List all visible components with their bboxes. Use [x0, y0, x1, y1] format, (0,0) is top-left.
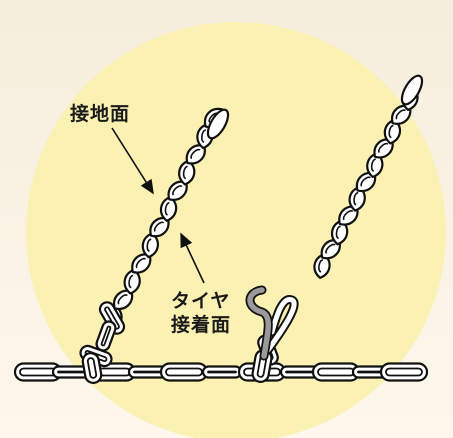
- left-chain-link: [131, 253, 152, 274]
- label-tire-contact-surface-line1: タイヤ: [171, 290, 231, 312]
- left-chain-link: [185, 144, 206, 165]
- right-chain-end-loop: [400, 74, 424, 106]
- arrow-contact-surface: [111, 127, 154, 195]
- right-knot-loop: [265, 297, 297, 353]
- base-chain-link: [201, 365, 243, 379]
- label-tire-contact-surface: タイヤ 接着面: [171, 290, 231, 338]
- left-chain-end-loop: [206, 108, 230, 140]
- label-tire-contact-surface-line2: 接着面: [171, 313, 232, 336]
- label-contact-surface: 接地面: [70, 103, 131, 125]
- base-chain-link: [379, 362, 429, 382]
- arrow-tire-contact-surface: [180, 232, 205, 284]
- base-chain-link: [159, 362, 209, 382]
- hook-icon: [247, 287, 271, 359]
- chain-group: [13, 74, 429, 384]
- background-circle: [26, 22, 446, 438]
- left-knot-link: [98, 301, 126, 335]
- left-knot-link: [81, 352, 103, 384]
- right-chain-link: [391, 104, 412, 125]
